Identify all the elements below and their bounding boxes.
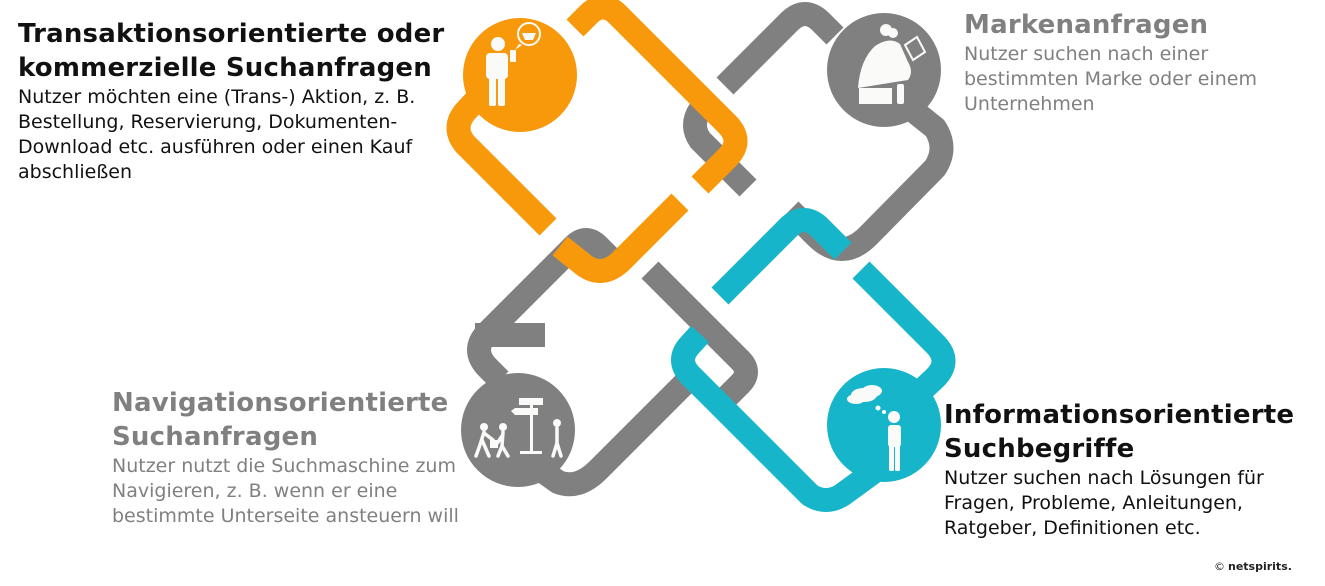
navigational-description: Nutzer nutzt die Suchmaschine zum Navigi… [112, 455, 459, 527]
chain-link-informational [671, 208, 956, 512]
brand-title: Markenanfragen [964, 10, 1209, 40]
circle-transactional [463, 18, 577, 132]
chain-link-transactional [446, 0, 748, 283]
navigational-section: Navigationsorientierte Suchanfragen Nutz… [112, 386, 472, 529]
thinking-person-icon [847, 385, 901, 471]
informational-title-line1: Informationsorientierte [944, 400, 1295, 430]
copyright-symbol: © [1214, 560, 1225, 573]
informational-description: Nutzer suchen nach Lösungen für Fragen, … [944, 467, 1264, 539]
person-with-phone-shopping-basket-icon [486, 22, 541, 106]
circle-navigational [461, 373, 575, 487]
informational-section: Informationsorientierte Suchbegriffe Nut… [944, 398, 1324, 541]
navigational-title-line1: Navigationsorientierte [112, 388, 449, 418]
navigational-title-line2: Suchanfragen [112, 422, 319, 452]
brand-section: Markenanfragen Nutzer suchen nach einer … [964, 8, 1324, 117]
informational-title-line2: Suchbegriffe [944, 434, 1135, 464]
transactional-title-line2: kommerzielle Suchanfragen [18, 53, 432, 83]
brand-name: netspirits. [1228, 560, 1292, 573]
copyright-notice: ©netspirits. [1214, 560, 1292, 573]
transactional-title-line1: Transaktionsorientierte oder [18, 19, 445, 49]
brand-description: Nutzer suchen nach einer bestimmten Mark… [964, 43, 1257, 115]
transactional-description: Nutzer möchten eine (Trans-) Aktion, z. … [18, 86, 416, 183]
person-with-tablet-icon [858, 24, 927, 104]
transactional-section: Transaktionsorientierte oder kommerziell… [18, 17, 468, 185]
circle-informational [827, 368, 941, 482]
people-signpost-icon [474, 398, 563, 458]
chain-link-navigational [467, 228, 758, 497]
